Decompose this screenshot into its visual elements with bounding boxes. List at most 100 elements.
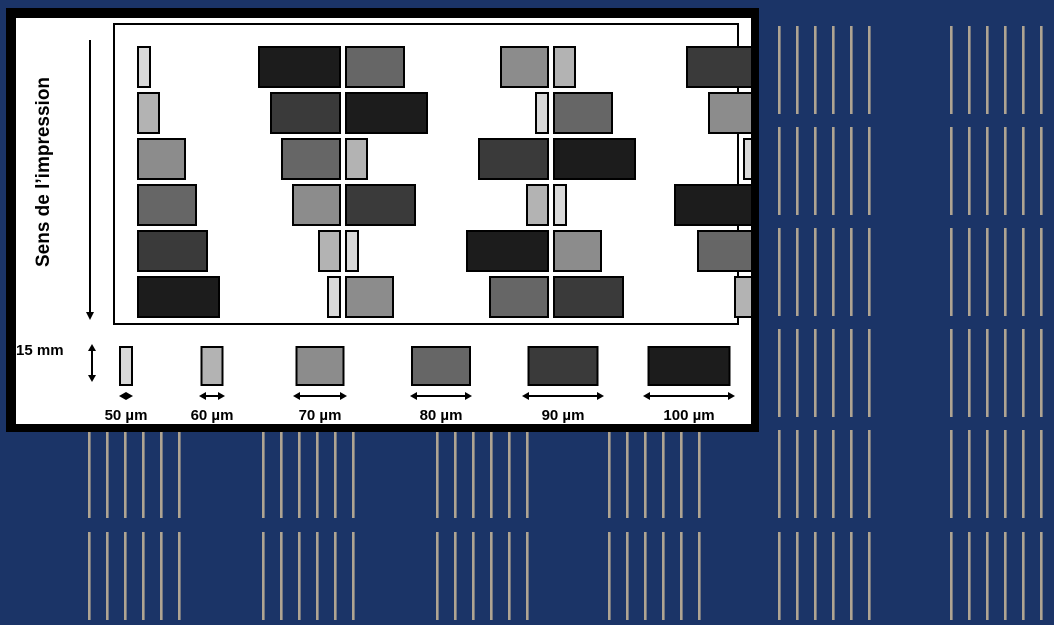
printed-line (968, 329, 971, 417)
printed-line (298, 430, 301, 518)
printed-line (106, 430, 109, 518)
printed-line (796, 430, 799, 518)
printed-line (868, 26, 871, 114)
pattern-block (709, 93, 751, 133)
printed-line (490, 430, 493, 518)
legend-block (297, 347, 344, 385)
width-label: 90 µm (542, 407, 585, 424)
printed-line (950, 532, 953, 620)
printed-line (160, 532, 163, 620)
pattern-block (554, 47, 575, 87)
printed-line (1022, 26, 1025, 114)
pattern-block (490, 277, 548, 317)
printed-line (106, 532, 109, 620)
printed-line (968, 127, 971, 215)
printed-line (832, 430, 835, 518)
printed-line (950, 26, 953, 114)
pattern-block (527, 185, 548, 225)
printed-line (950, 430, 953, 518)
width-label: 70 µm (299, 407, 342, 424)
printed-line (662, 532, 665, 620)
printed-line (142, 532, 145, 620)
pattern-block (346, 231, 358, 271)
printed-line (868, 430, 871, 518)
legend-block (529, 347, 598, 385)
printed-line (698, 430, 701, 518)
pattern-block (328, 277, 340, 317)
legend-block (412, 347, 470, 385)
legend-block (120, 347, 132, 385)
pattern-block (479, 139, 548, 179)
printed-line (316, 532, 319, 620)
printed-line (644, 532, 647, 620)
pattern-block (271, 93, 340, 133)
printed-line (950, 127, 953, 215)
printed-line (832, 127, 835, 215)
printed-line (1040, 329, 1043, 417)
printed-line (850, 26, 853, 114)
legend-block (202, 347, 223, 385)
printed-line (472, 430, 475, 518)
printed-line (1004, 430, 1007, 518)
width-label: 60 µm (191, 407, 234, 424)
printed-line (1022, 430, 1025, 518)
pattern-grid (138, 47, 751, 317)
printed-line (280, 532, 283, 620)
printed-line (968, 228, 971, 316)
printed-line (1040, 228, 1043, 316)
printed-line (986, 430, 989, 518)
printed-line (796, 228, 799, 316)
scale-arrow-head-top (88, 344, 96, 351)
printed-line (644, 430, 647, 518)
printed-line (298, 532, 301, 620)
scale-arrow-head-bottom (88, 375, 96, 382)
printed-line (88, 532, 91, 620)
printed-line (454, 430, 457, 518)
width-arrow-head (465, 392, 472, 400)
pattern-block (554, 231, 601, 271)
printed-line (814, 329, 817, 417)
printed-line (1022, 532, 1025, 620)
width-arrow-head (597, 392, 604, 400)
pattern-block (138, 139, 185, 179)
pattern-block (698, 231, 751, 271)
printed-line (262, 532, 265, 620)
width-arrow-head (522, 392, 529, 400)
width-label: 100 µm (663, 407, 714, 424)
printed-line (796, 127, 799, 215)
printed-line (88, 430, 91, 518)
pattern-block (346, 277, 393, 317)
printed-line (986, 26, 989, 114)
printed-line (778, 26, 781, 114)
scale-label: 15 mm (16, 342, 64, 359)
pattern-block (554, 185, 566, 225)
printed-line (454, 532, 457, 620)
printed-line (814, 532, 817, 620)
pattern-block (346, 93, 427, 133)
pattern-block (735, 277, 751, 317)
pattern-block (138, 277, 219, 317)
printed-line (850, 127, 853, 215)
printed-line (832, 329, 835, 417)
legend-block (649, 347, 730, 385)
printed-line (1004, 127, 1007, 215)
width-arrow-head (643, 392, 650, 400)
printed-line (814, 26, 817, 114)
printed-line (1040, 430, 1043, 518)
printed-line (352, 532, 355, 620)
width-label: 80 µm (420, 407, 463, 424)
width-arrow-head (199, 392, 206, 400)
width-arrow-head (340, 392, 347, 400)
printed-line (1004, 329, 1007, 417)
width-arrow-head (126, 392, 133, 400)
width-arrow-head (410, 392, 417, 400)
printed-line (178, 430, 181, 518)
printed-line (778, 228, 781, 316)
printed-line (986, 329, 989, 417)
printed-line (814, 127, 817, 215)
printed-line (986, 228, 989, 316)
printed-line (490, 532, 493, 620)
printed-line (436, 532, 439, 620)
